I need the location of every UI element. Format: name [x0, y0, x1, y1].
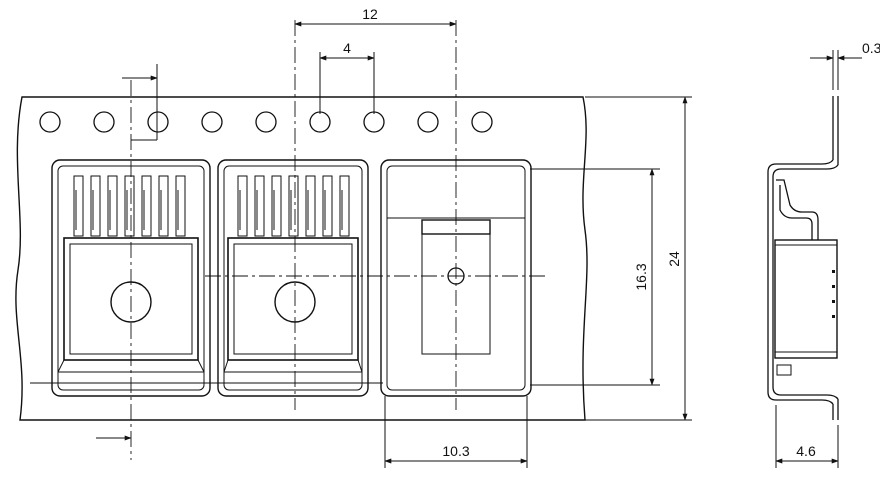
dim-pocket-length-label: 16.3: [633, 263, 649, 290]
dim-pocket-width: 10.3: [384, 396, 528, 468]
side-view: [767, 96, 839, 420]
dim-pocket-depth-label: 4.6: [796, 443, 816, 459]
pocket-2-leads: [237, 175, 350, 237]
dim-tape-thickness: 0.3: [810, 40, 880, 90]
pocket-2: [217, 159, 369, 397]
carrier-tape: [15, 96, 588, 421]
dim-hole-pitch: 4: [319, 40, 375, 114]
dim-pocket-width-label: 10.3: [442, 443, 469, 459]
center-lines: [130, 20, 545, 460]
dim-pocket-length: 16.3: [530, 168, 660, 386]
dim-tape-width: 24: [585, 96, 692, 421]
dim-pitch-label: 12: [362, 6, 378, 22]
dim-pitch: 12: [294, 6, 457, 27]
dim-tape-thickness-label: 0.3: [862, 40, 880, 56]
section-markers: [96, 64, 158, 441]
pocket-1-leads: [73, 175, 186, 237]
dim-pocket-depth: 4.6: [775, 405, 839, 468]
dim-tape-width-label: 24: [666, 251, 682, 267]
dim-hole-pitch-label: 4: [343, 40, 351, 56]
sprocket-holes: [39, 111, 493, 133]
